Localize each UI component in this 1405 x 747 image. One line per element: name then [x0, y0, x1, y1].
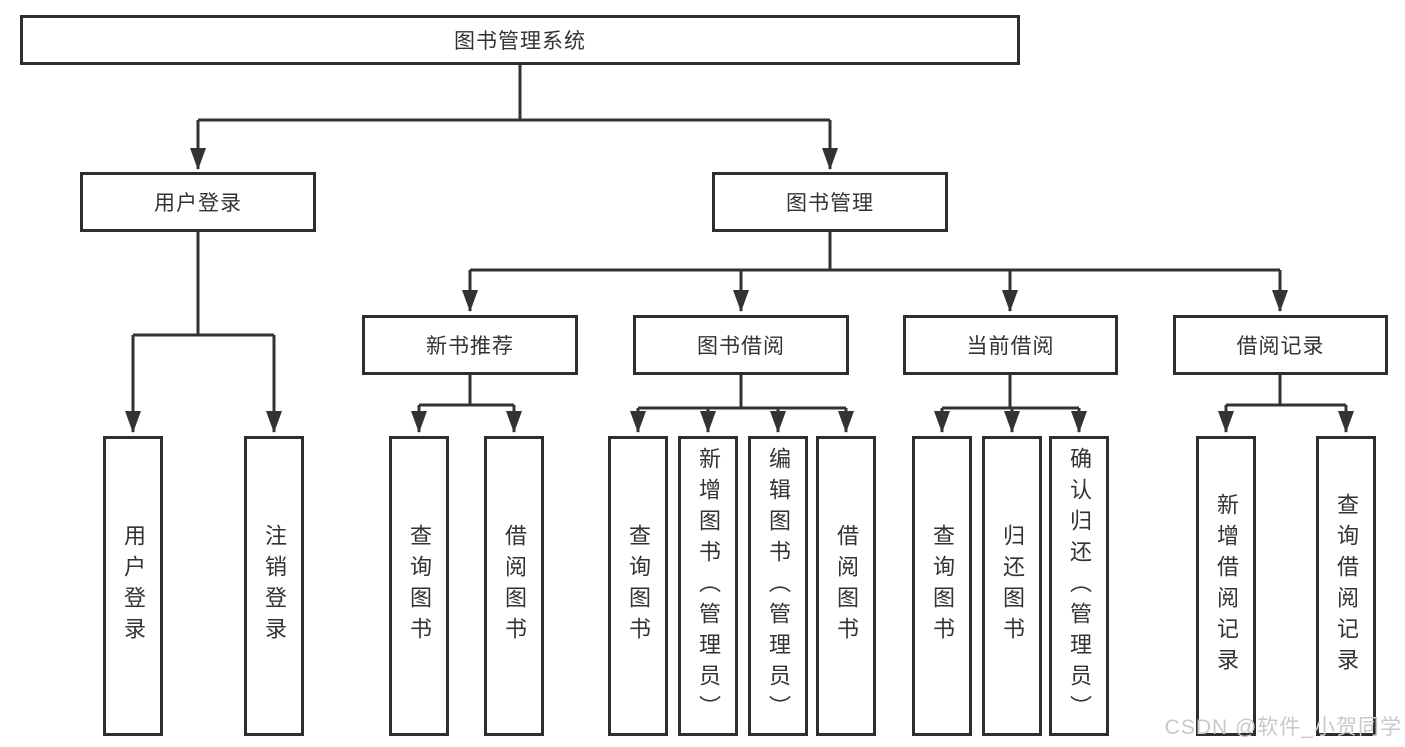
- node-book-management: 图书管理: [712, 172, 948, 232]
- leaf-confirm-return-admin: 确认归还（管理员）: [1049, 436, 1109, 736]
- leaf-edit-book-admin: 编辑图书（管理员）: [748, 436, 808, 736]
- connector-group: [125, 65, 1354, 433]
- leaf-user-login: 用户登录: [103, 436, 163, 736]
- node-new-book-recommend: 新书推荐: [362, 315, 578, 375]
- leaf-query-book-borrow: 查询图书: [608, 436, 668, 736]
- leaf-add-borrow-record: 新增借阅记录: [1196, 436, 1256, 736]
- node-user-login-branch: 用户登录: [80, 172, 316, 232]
- leaf-add-book-admin: 新增图书（管理员）: [678, 436, 738, 736]
- watermark: CSDN @软件_小贺同学: [1164, 716, 1402, 739]
- leaf-query-borrow-record: 查询借阅记录: [1316, 436, 1376, 736]
- leaf-logout: 注销登录: [244, 436, 304, 736]
- leaf-borrow-book: 借阅图书: [816, 436, 876, 736]
- node-root-system: 图书管理系统: [20, 15, 1020, 65]
- leaf-return-book: 归还图书: [982, 436, 1042, 736]
- node-current-borrow: 当前借阅: [903, 315, 1118, 375]
- leaf-query-book-current: 查询图书: [912, 436, 972, 736]
- node-book-borrow: 图书借阅: [633, 315, 849, 375]
- leaf-borrow-book-recommend: 借阅图书: [484, 436, 544, 736]
- node-borrow-records: 借阅记录: [1173, 315, 1388, 375]
- leaf-query-book-recommend: 查询图书: [389, 436, 449, 736]
